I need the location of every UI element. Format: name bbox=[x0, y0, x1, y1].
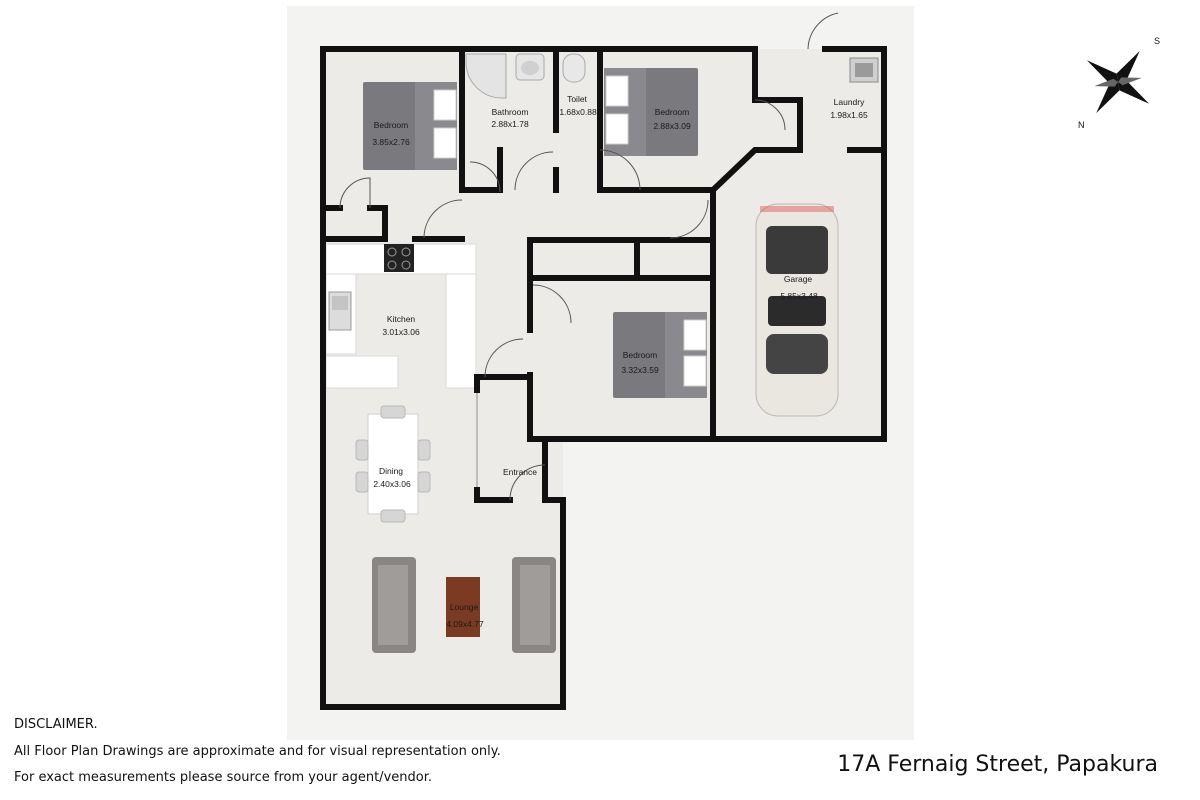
property-address: 17A Fernaig Street, Papakura bbox=[837, 752, 1158, 777]
doors bbox=[339, 12, 839, 501]
bed-3 bbox=[613, 312, 707, 398]
room-name-toilet: Toilet bbox=[567, 94, 587, 104]
bed-2 bbox=[604, 68, 698, 156]
room-size-kitchen: 3.01x3.06 bbox=[382, 327, 420, 337]
room-size-bedroom-3: 3.32x3.59 bbox=[621, 365, 659, 375]
sofa-right bbox=[512, 557, 556, 653]
bed-1 bbox=[363, 82, 457, 170]
room-size-toilet: 1.68x0.88 bbox=[559, 107, 597, 117]
compass-south-label: S bbox=[1154, 36, 1160, 46]
room-name-garage: Garage bbox=[784, 274, 813, 284]
room-name-dining: Dining bbox=[379, 466, 403, 476]
compass-icon: N S bbox=[1078, 36, 1160, 130]
room-name-entrance: Entrance bbox=[503, 467, 537, 477]
car bbox=[755, 203, 839, 417]
coffee-table bbox=[446, 577, 480, 637]
room-size-lounge: 4.09x4.77 bbox=[446, 619, 484, 629]
room-size-bedroom-2: 2.88x3.09 bbox=[653, 121, 691, 131]
cooktop bbox=[384, 244, 414, 272]
room-name-bedroom-3: Bedroom bbox=[623, 350, 658, 360]
room-size-laundry: 1.98x1.65 bbox=[830, 110, 868, 120]
laundry-tub bbox=[849, 57, 879, 83]
room-name-laundry: Laundry bbox=[834, 97, 865, 107]
compass-north-label: N bbox=[1078, 120, 1085, 130]
room-size-garage: 5.85x3.48 bbox=[780, 291, 818, 301]
room-name-bedroom-2: Bedroom bbox=[655, 107, 690, 117]
room-name-kitchen: Kitchen bbox=[387, 314, 416, 324]
disclaimer-line-1: All Floor Plan Drawings are approximate … bbox=[14, 744, 501, 759]
room-name-bedroom-1: Bedroom bbox=[374, 120, 409, 130]
walls bbox=[320, 46, 887, 710]
room-size-bathroom: 2.88x1.78 bbox=[491, 119, 529, 129]
room-name-lounge: Lounge bbox=[450, 602, 479, 612]
disclaimer-title: DISCLAIMER. bbox=[14, 717, 98, 732]
bathroom-fixtures bbox=[465, 53, 586, 99]
sink bbox=[328, 291, 352, 331]
disclaimer-line-2: For exact measurements please source fro… bbox=[14, 770, 432, 785]
dining-table bbox=[355, 405, 431, 523]
room-name-bathroom: Bathroom bbox=[492, 107, 529, 117]
sofa-left bbox=[372, 557, 416, 653]
room-size-bedroom-1: 3.85x2.76 bbox=[372, 137, 410, 147]
room-size-dining: 2.40x3.06 bbox=[373, 479, 411, 489]
